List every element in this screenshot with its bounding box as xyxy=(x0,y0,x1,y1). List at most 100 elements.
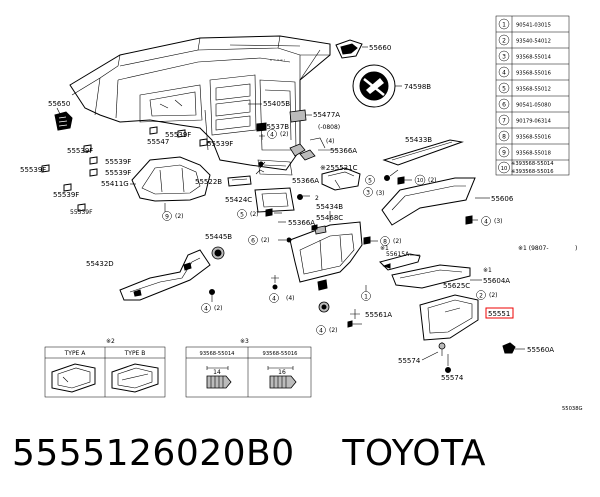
part-55366a-top[interactable]: (4) 55366A xyxy=(289,137,357,161)
part-55615a[interactable]: ※1 55615A xyxy=(379,245,421,271)
part-55650[interactable]: 55650 xyxy=(48,100,73,131)
svg-text:5: 5 xyxy=(368,178,372,185)
callout-55539f: 55539F xyxy=(105,169,131,177)
svg-text:2: 2 xyxy=(479,293,483,300)
fastener-5-mid[interactable]: 5 (2) 2 55366A xyxy=(237,194,320,228)
legend-part: 90179-06314 xyxy=(516,119,552,125)
note-0808: (-0808) xyxy=(318,124,340,131)
qty: (2) xyxy=(250,211,259,218)
part-55625c[interactable]: 55625C xyxy=(391,264,471,290)
part-74598b[interactable]: 74598B xyxy=(352,64,431,108)
clip-55539f-b[interactable]: 55539F xyxy=(165,129,191,139)
legend-row-8: 8 93568-55016 xyxy=(498,130,551,142)
callout-55537b: 55537B xyxy=(262,123,289,131)
callout-55366a: 55366A xyxy=(292,177,319,185)
part-55445b[interactable]: 55445B xyxy=(205,233,232,260)
part-55604a[interactable]: ※1 55604A 2 (2) xyxy=(470,267,510,300)
clip-55539f-a[interactable]: 55547 xyxy=(147,126,169,146)
callout-55604a: 55604A xyxy=(483,277,510,285)
clip-55539f-h[interactable]: 55539F 55539F xyxy=(53,183,93,216)
legend-part: 90541-03015 xyxy=(516,23,551,29)
instrument-panel xyxy=(69,35,331,171)
svg-text:4: 4 xyxy=(272,296,276,303)
part-55521c[interactable]: ※255521C 5 3 (3) xyxy=(320,164,385,197)
callout-55561a: 55561A xyxy=(365,311,392,319)
type-b-label: TYPE B xyxy=(124,350,146,357)
part-55522b[interactable]: 55522B xyxy=(195,175,252,187)
legend-part: 90541-05080 xyxy=(516,103,551,109)
fastener-8[interactable]: 8 (2) xyxy=(363,236,402,246)
svg-text:4: 4 xyxy=(484,219,488,226)
callout-55434b: 55434B xyxy=(316,203,343,211)
part-55574[interactable]: 55574 55574 xyxy=(398,342,464,382)
part-55366a-mid[interactable]: 55366A xyxy=(255,161,319,185)
part-glovebox-frame[interactable]: 55434B 55468C xyxy=(289,203,363,283)
clip-55539f-f[interactable]: 55539F xyxy=(20,164,50,174)
qty: (4) xyxy=(286,295,295,302)
svg-text:4: 4 xyxy=(270,132,274,139)
qty: (2) xyxy=(214,305,223,312)
fastener-10[interactable]: 10 (2) xyxy=(397,174,437,186)
type-box: ※2 TYPE A TYPE B xyxy=(44,338,166,398)
callout-55445b: 55445B xyxy=(205,233,232,241)
svg-text:6: 6 xyxy=(251,238,255,245)
fastener-4-right[interactable]: 4 (3) xyxy=(465,215,503,226)
part-55560a[interactable]: 55560A xyxy=(502,342,554,354)
legend-part: 93540-54012 xyxy=(516,39,551,45)
clip-55539f-g[interactable]: 55539F xyxy=(89,168,131,177)
legend-row-9: 9 93568-55018 xyxy=(498,146,551,158)
screw-box: ※3 93568-55014 93568-55016 14 16 xyxy=(185,338,312,398)
legend-part: 93568-55018 xyxy=(516,151,551,157)
qty: (2) xyxy=(261,237,270,244)
callout-55551: 55551 xyxy=(488,310,510,318)
qty: (4) xyxy=(326,138,335,145)
part-55432d[interactable]: 55432D 4 (2) xyxy=(86,249,223,313)
callout-55539f: 55539F xyxy=(165,131,191,139)
len-a: 14 xyxy=(213,369,221,376)
part-55561a[interactable]: 55561A xyxy=(347,309,392,328)
part-55606[interactable]: 55606 xyxy=(381,177,514,226)
svg-text:55539F: 55539F xyxy=(70,209,93,216)
callout-55625c: 55625C xyxy=(443,282,470,290)
part-55551[interactable]: 55551 xyxy=(419,294,514,341)
legend-num: 10 xyxy=(501,166,508,172)
svg-text:※1: ※1 xyxy=(483,267,492,274)
svg-text:※1: ※1 xyxy=(380,245,389,252)
callout-55433b: 55433B xyxy=(405,136,432,144)
qty: (3) xyxy=(376,190,385,197)
legend-num: 6 xyxy=(502,102,506,109)
fastener-6[interactable]: 6 (2) xyxy=(248,235,292,245)
legend-part-2: ※393568-55016 xyxy=(511,169,554,175)
callout-55606: 55606 xyxy=(491,195,514,203)
clip-55539f-c[interactable]: 55539F xyxy=(199,138,233,148)
svg-text:9: 9 xyxy=(165,214,169,221)
clip-55539f-e[interactable]: 55539F xyxy=(89,156,131,166)
legend-num: 1 xyxy=(502,22,506,29)
part-55424c[interactable]: 55424C xyxy=(225,159,295,213)
fastener-4-top[interactable]: 4 (2) xyxy=(259,129,289,141)
legend-num: 3 xyxy=(502,54,506,61)
legend-row-1: 1 90541-03015 xyxy=(498,18,551,30)
legend-part: ※393568-55014 xyxy=(511,161,554,167)
svg-text:5: 5 xyxy=(240,212,244,219)
type-a-label: TYPE A xyxy=(64,350,87,357)
callout-55432d: 55432D xyxy=(86,260,114,268)
callout-55405b: 55405B xyxy=(263,100,290,108)
fastener-4-center[interactable]: 4 (4) 4 (2) 1 xyxy=(269,275,371,335)
callout-74598b: 74598B xyxy=(404,83,431,91)
callout-55574: 55574 xyxy=(441,374,464,382)
part-55660[interactable]: 55660 xyxy=(335,39,391,59)
svg-text:2: 2 xyxy=(315,195,319,202)
legend-row-2: 2 93540-54012 xyxy=(498,34,551,46)
part-55405b[interactable]: 55405B xyxy=(248,100,290,108)
svg-text:4: 4 xyxy=(204,306,208,313)
part-55477a[interactable]: 55477A xyxy=(289,109,340,123)
callout-55615a: 55615A xyxy=(386,251,410,258)
part-55411g[interactable]: 55411G 9 (2) xyxy=(101,156,211,221)
part-number-caption: 5555126020B0 TOYOTA xyxy=(12,433,486,474)
part-55537b[interactable]: 55537B (-0808) xyxy=(256,122,340,132)
clip-55539f-d[interactable]: 55539F xyxy=(67,144,93,155)
callout-55574: 55574 xyxy=(398,357,421,365)
part-55433b[interactable]: 55433B xyxy=(382,136,464,181)
legend-part: 93568-55014 xyxy=(516,55,552,61)
